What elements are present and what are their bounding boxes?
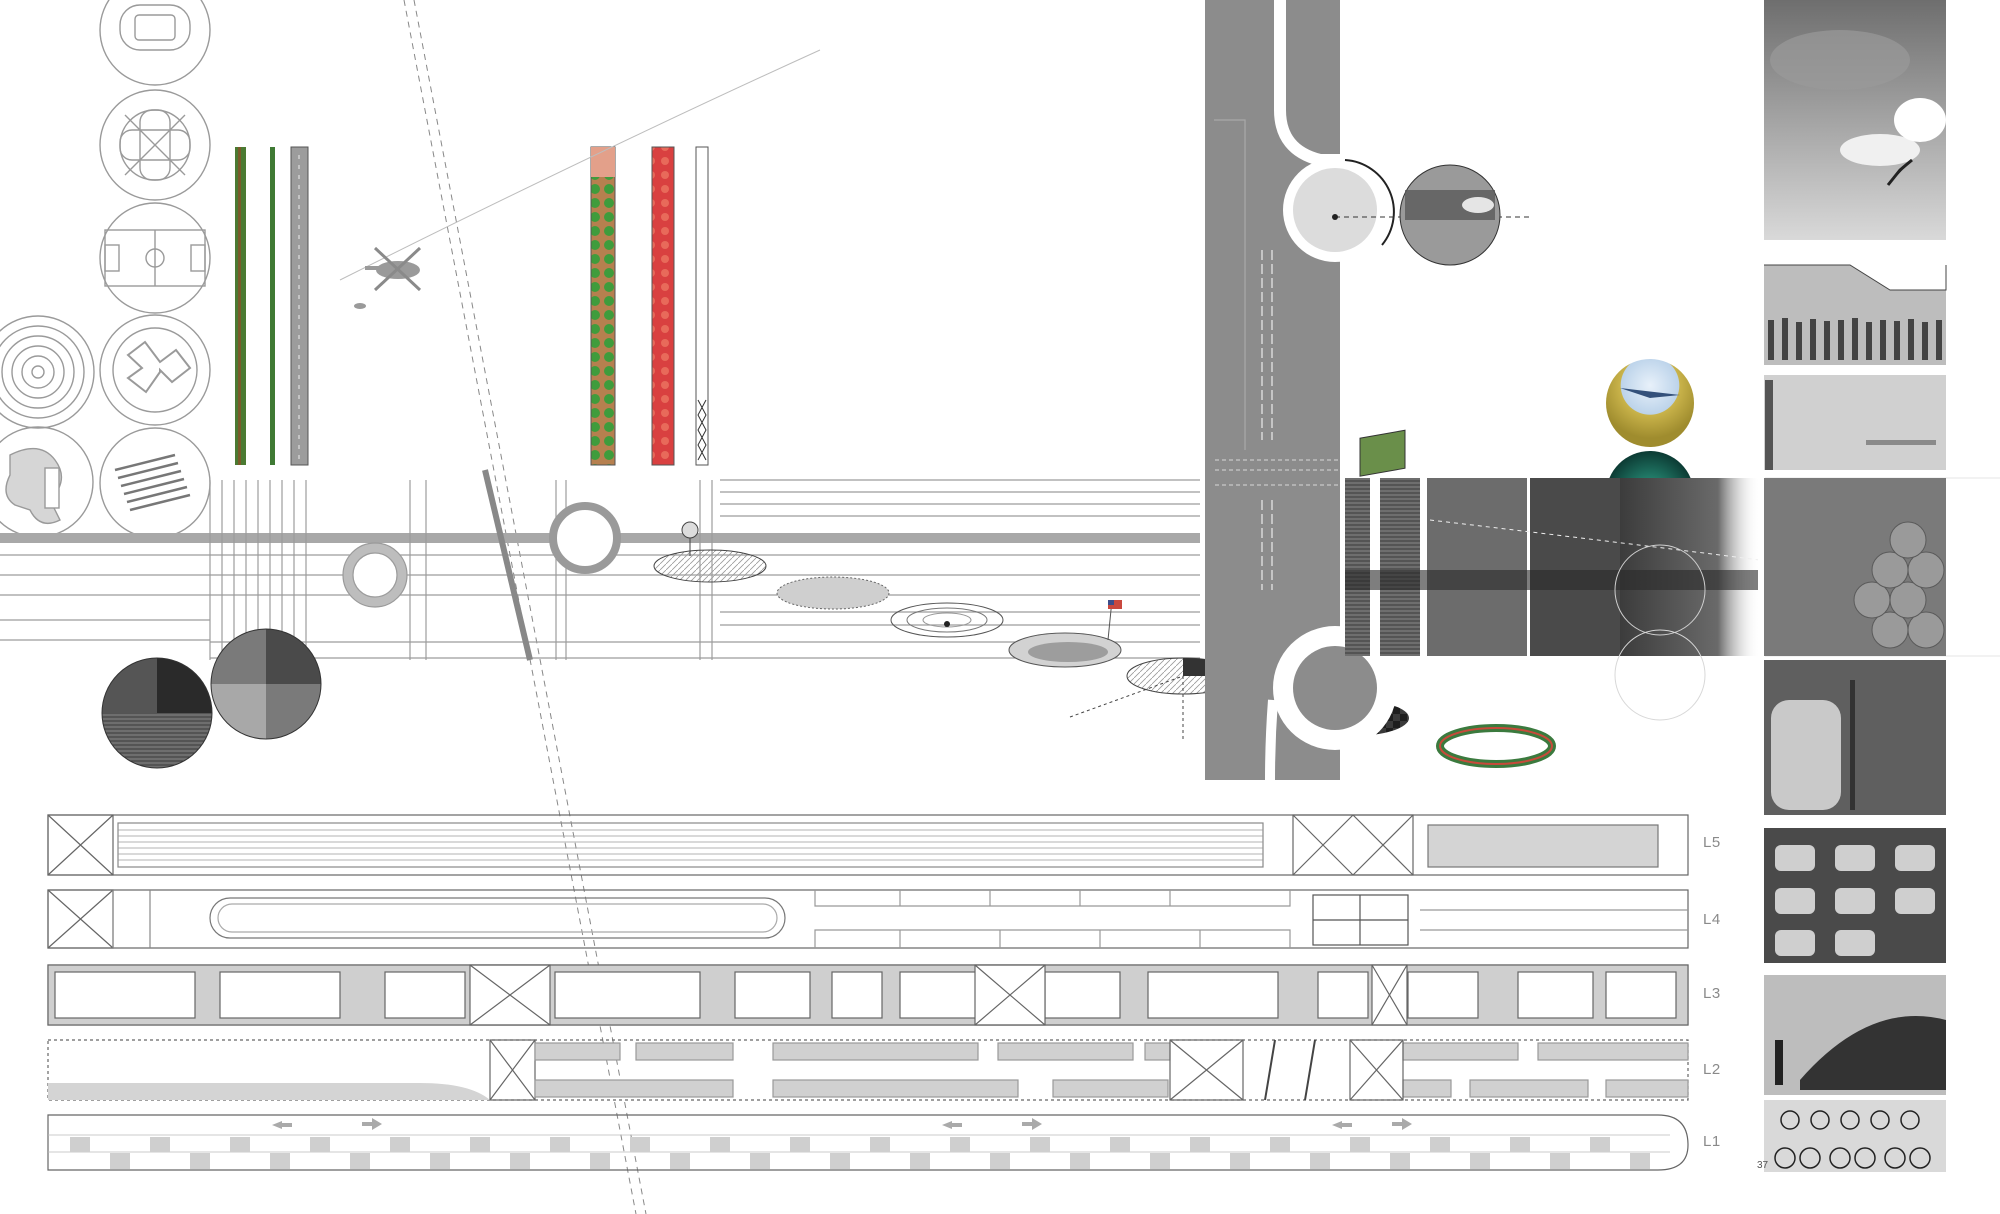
helipad-icon	[99, 314, 211, 426]
cloverleaf-circle	[99, 89, 211, 201]
soccer-field-icon	[99, 202, 211, 314]
right-photo-column	[1761, 0, 1947, 1172]
flag-icon	[1108, 600, 1122, 609]
pool-blob-circle	[0, 426, 94, 538]
helicopter-icon	[354, 246, 422, 309]
level-plans	[47, 814, 1689, 1171]
level-label-l5: L5	[1703, 834, 1721, 851]
photo-vignette	[1332, 164, 1530, 266]
level-plan-l3	[47, 964, 1689, 1026]
level-plan-l1	[47, 1114, 1689, 1171]
aerial-strips-center	[590, 146, 709, 466]
textured-band	[1345, 477, 2000, 721]
vertical-road	[1205, 0, 1397, 781]
bathroom-panel	[1761, 375, 1946, 470]
curved-flight-path	[339, 49, 821, 281]
dark-disc-pair	[101, 628, 322, 769]
level-plan-l2	[47, 1039, 1689, 1101]
level-label-l4: L4	[1703, 911, 1721, 928]
stadium-circle	[99, 0, 211, 86]
level-plan-l5	[47, 814, 1689, 876]
day-field-photo	[1606, 359, 1694, 447]
level-plan-l4	[47, 889, 1689, 949]
level-label-l2: L2	[1703, 1061, 1721, 1078]
level-label-l1: L1	[1703, 1133, 1721, 1150]
page-number: 37	[1757, 1160, 1769, 1171]
concentric-rings-circle	[0, 315, 95, 429]
parking-stalls-circle	[99, 427, 211, 539]
infrastructure-band	[0, 469, 1200, 661]
aerial-strips-left	[235, 146, 309, 466]
level-label-l3: L3	[1703, 985, 1721, 1002]
program-circles	[0, 0, 211, 539]
